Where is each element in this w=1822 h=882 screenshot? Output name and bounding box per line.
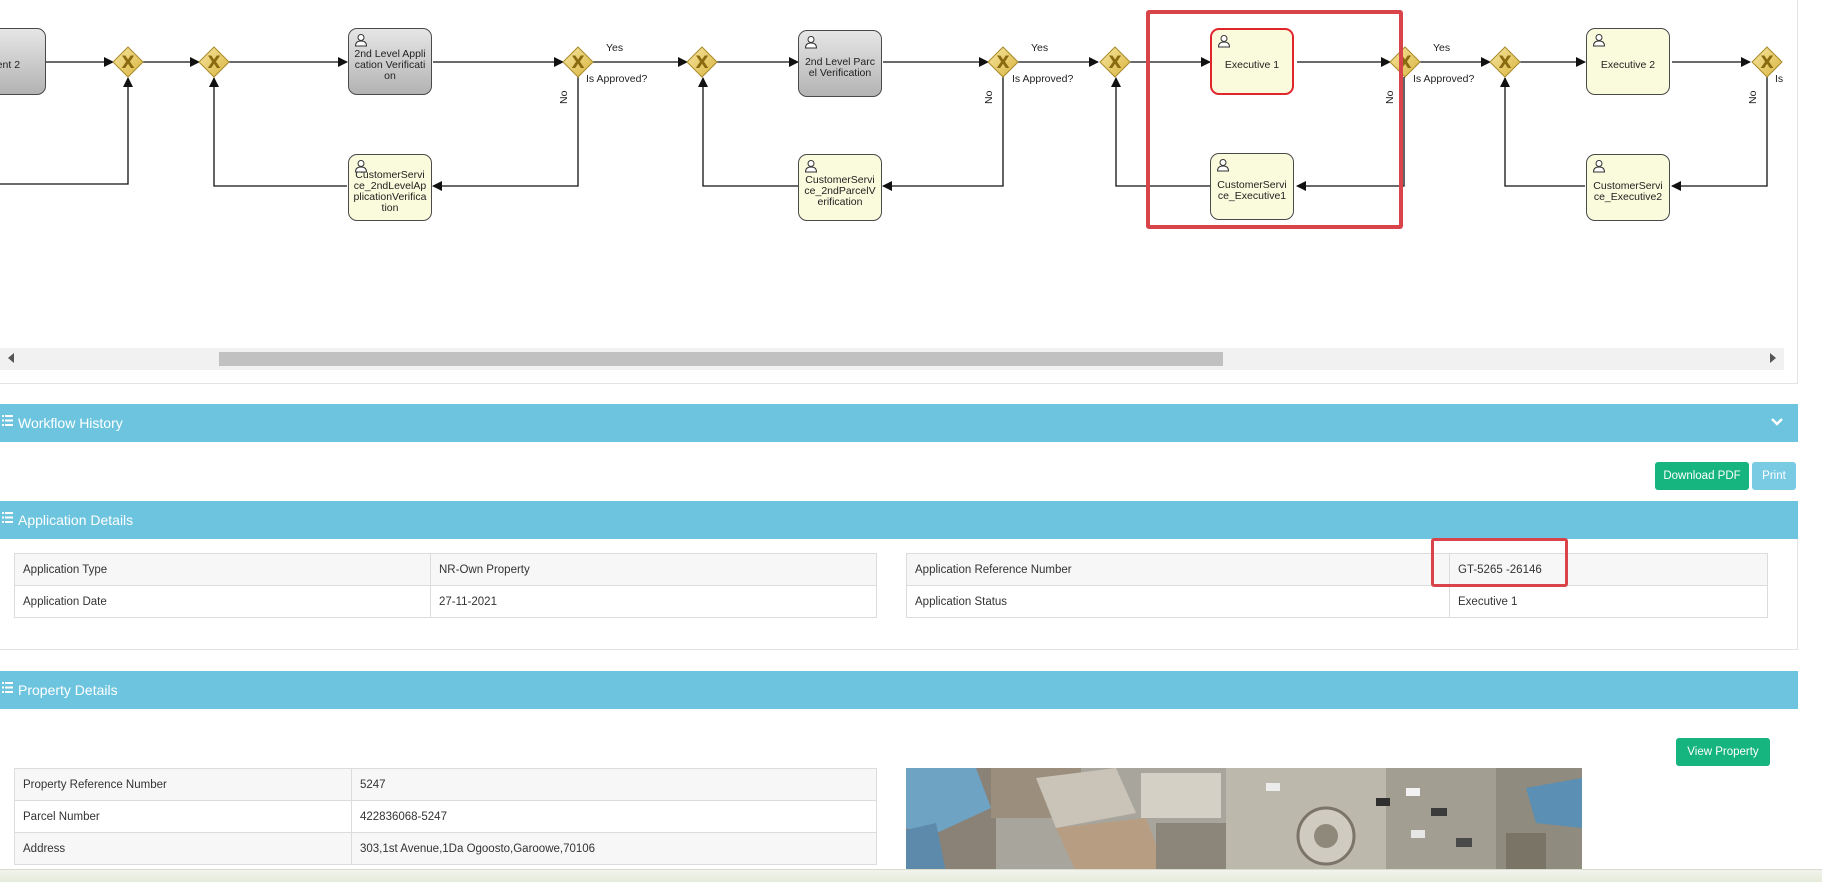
user-task-icon xyxy=(1216,159,1230,172)
task-label: CustomerService_Executive2 xyxy=(1593,179,1663,203)
chevron-down-icon[interactable] xyxy=(1770,415,1784,429)
download-pdf-button[interactable]: Download PDF xyxy=(1655,462,1749,490)
application-details-left-table: Application Type NR-Own Property Applica… xyxy=(14,553,877,618)
user-task-icon xyxy=(804,160,818,173)
section-title: Application Details xyxy=(18,512,134,528)
task-label: Executive 1 xyxy=(1224,59,1280,71)
task-label: CustomerService_Executive1 xyxy=(1217,178,1287,202)
list-icon xyxy=(2,512,13,523)
row-value: Executive 1 xyxy=(1449,585,1768,618)
workflow-diagram: X X X X X X X X X ment 2 2nd Level Appli… xyxy=(0,0,1798,384)
diagram-connectors: X X X X X X X X X xyxy=(0,46,1783,191)
workflow-history-header[interactable]: Workflow History xyxy=(0,404,1798,442)
svg-text:X: X xyxy=(695,53,708,73)
row-value: NR-Own Property xyxy=(430,553,877,586)
table-row: Application Type NR-Own Property xyxy=(14,553,877,586)
edge-label-is-approved: Is Approved? xyxy=(586,73,648,85)
table-row: Address 303,1st Avenue,1Da Ogoosto,Garoo… xyxy=(14,832,877,865)
row-label: Property Reference Number xyxy=(14,768,352,801)
reference-number-highlight xyxy=(1431,538,1568,587)
property-details-header: Property Details xyxy=(0,671,1798,709)
svg-text:X: X xyxy=(1760,53,1773,73)
row-value: GT-5265 -26146 xyxy=(1449,553,1768,586)
svg-text:X: X xyxy=(571,53,584,73)
row-label: Parcel Number xyxy=(14,800,352,833)
current-stage-highlight xyxy=(1146,10,1403,229)
svg-text:X: X xyxy=(207,53,220,73)
task-customerservice-executive1[interactable]: CustomerService_Executive1 xyxy=(1210,153,1294,220)
svg-text:X: X xyxy=(121,53,134,73)
row-value: 303,1st Avenue,1Da Ogoosto,Garoowe,70106 xyxy=(351,832,877,865)
row-label: Application Type xyxy=(14,553,431,586)
gateway-icons: X X X X X X X X X xyxy=(112,46,1783,78)
edge-label-is-approved-truncated: Is xyxy=(1775,73,1784,85)
task-customerservice-2nd-level-application[interactable]: CustomerService_2ndLevelApplicationVerif… xyxy=(348,154,432,221)
table-row: Application Reference Number GT-5265 -26… xyxy=(906,553,1768,586)
row-label: Application Date xyxy=(14,585,431,618)
scroll-left-arrow-icon[interactable] xyxy=(8,353,14,363)
user-task-icon xyxy=(354,34,368,47)
bottom-edge-strip xyxy=(0,869,1822,882)
application-details-right-table: Application Reference Number GT-5265 -26… xyxy=(906,553,1768,618)
section-title: Property Details xyxy=(18,682,118,698)
svg-text:X: X xyxy=(996,53,1009,73)
row-label: Application Reference Number xyxy=(906,553,1450,586)
task-label: ment 2 xyxy=(0,59,21,71)
edge-label-no: No xyxy=(983,90,995,104)
task-label: 2nd Level Application Verification xyxy=(354,48,426,82)
task-executive-2[interactable]: Executive 2 xyxy=(1586,28,1670,95)
list-icon xyxy=(2,415,13,426)
edge-label-yes: Yes xyxy=(1433,42,1451,54)
edge-label-no: No xyxy=(558,90,570,104)
edge-label-is-approved: Is Approved? xyxy=(1012,73,1074,85)
application-details-header: Application Details xyxy=(0,501,1798,539)
row-label: Address xyxy=(14,832,352,865)
table-row: Application Date 27-11-2021 xyxy=(14,585,877,618)
list-icon xyxy=(2,682,13,693)
edge-label-yes: Yes xyxy=(606,42,624,54)
table-row: Application Status Executive 1 xyxy=(906,585,1768,618)
row-value: 27-11-2021 xyxy=(430,585,877,618)
user-task-icon xyxy=(1592,160,1606,173)
scroll-right-arrow-icon[interactable] xyxy=(1770,353,1776,363)
task-label: CustomerService_2ndLevelApplicationVerif… xyxy=(353,168,427,214)
svg-text:X: X xyxy=(1498,53,1511,73)
edge-label-no: No xyxy=(1747,90,1759,104)
edge-label-yes: Yes xyxy=(1031,42,1049,54)
property-aerial-image xyxy=(906,768,1582,872)
row-value: 422836068-5247 xyxy=(351,800,877,833)
row-label: Application Status xyxy=(906,585,1450,618)
table-row: Property Reference Number 5247 xyxy=(14,768,877,801)
task-customerservice-executive2[interactable]: CustomerService_Executive2 xyxy=(1586,154,1670,221)
application-details-panel xyxy=(0,501,1798,650)
task-label: 2nd Level Parcel Verification xyxy=(804,55,876,79)
user-task-icon xyxy=(1217,35,1231,48)
task-assessment-2[interactable]: ment 2 xyxy=(0,28,46,95)
user-task-icon xyxy=(804,36,818,49)
svg-text:X: X xyxy=(1108,53,1121,73)
task-customerservice-2nd-parcel[interactable]: CustomerService_2ndParcelVerification xyxy=(798,154,882,221)
row-value: 5247 xyxy=(351,768,877,801)
section-title: Workflow History xyxy=(18,415,123,431)
edge-label-is-approved: Is Approved? xyxy=(1413,73,1475,85)
print-button[interactable]: Print xyxy=(1752,462,1796,490)
task-2nd-level-parcel-verification[interactable]: 2nd Level Parcel Verification xyxy=(798,30,882,97)
aerial-photo xyxy=(906,768,1582,872)
task-executive-1[interactable]: Executive 1 xyxy=(1210,28,1294,95)
task-label: Executive 2 xyxy=(1600,59,1656,71)
property-details-table: Property Reference Number 5247 Parcel Nu… xyxy=(14,768,877,865)
task-2nd-level-application-verification[interactable]: 2nd Level Application Verification xyxy=(348,28,432,95)
diagram-horizontal-scrollbar[interactable] xyxy=(0,348,1784,370)
scrollbar-thumb[interactable] xyxy=(219,352,1223,366)
table-row: Parcel Number 422836068-5247 xyxy=(14,800,877,833)
user-task-icon xyxy=(1592,34,1606,47)
task-label: CustomerService_2ndParcelVerification xyxy=(804,174,876,208)
user-task-icon xyxy=(354,160,368,173)
view-property-button[interactable]: View Property xyxy=(1676,738,1770,766)
